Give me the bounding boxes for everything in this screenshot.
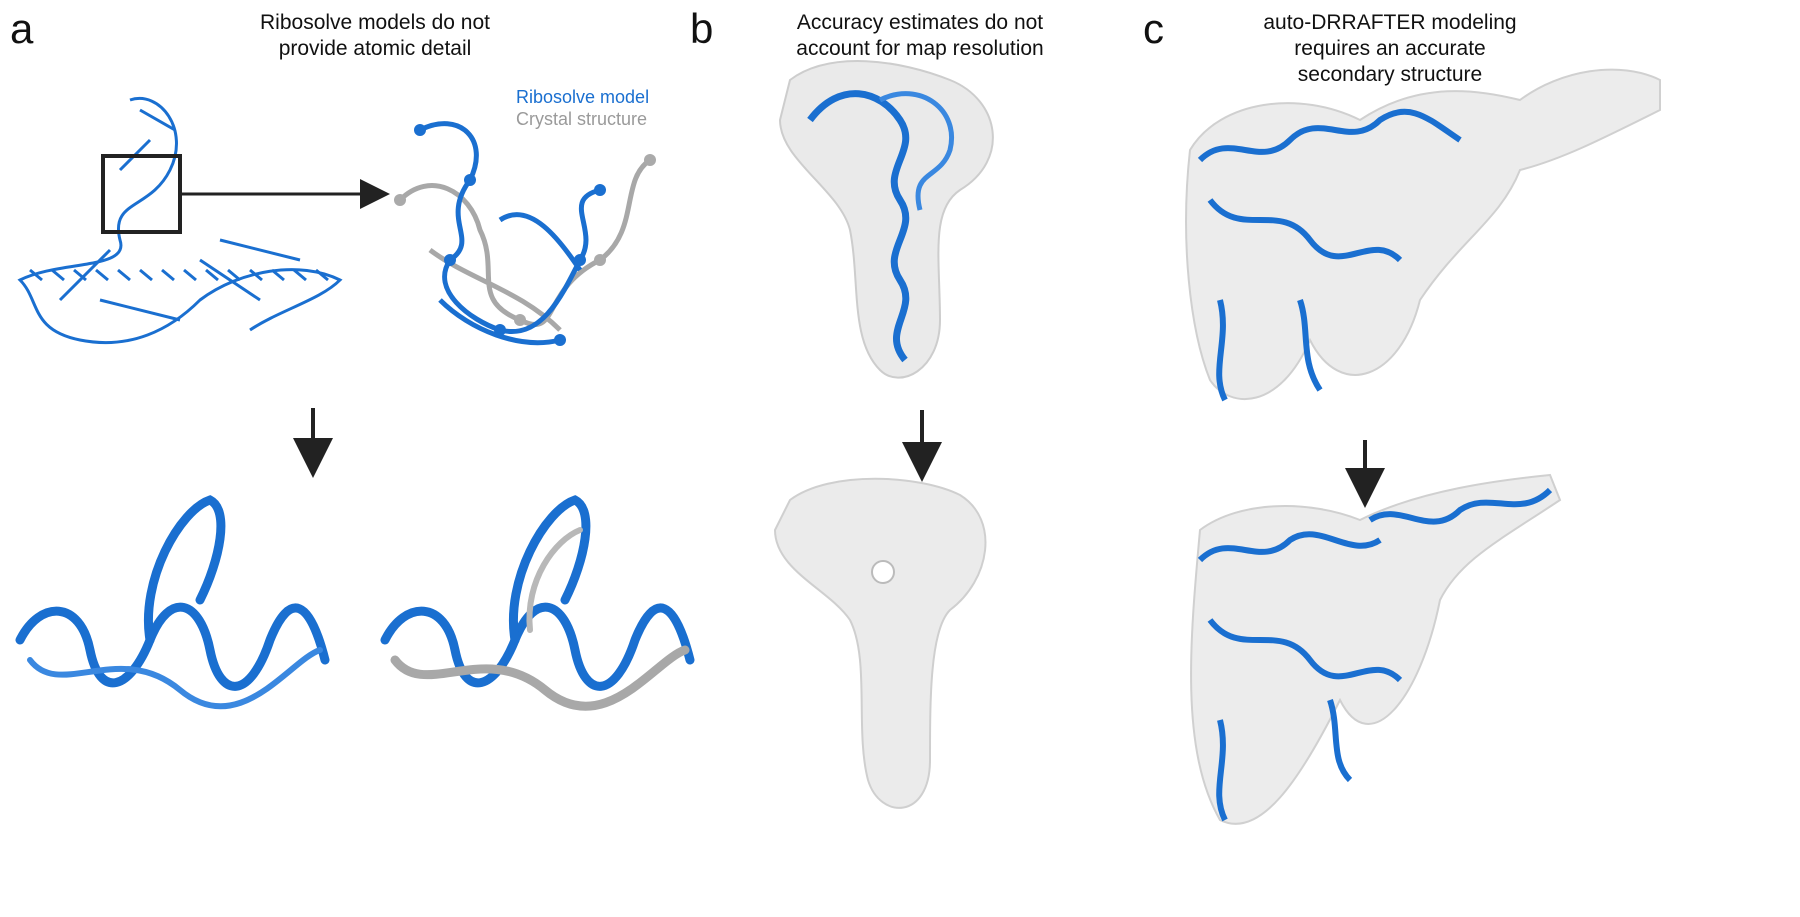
zoom-box [101,154,182,234]
density-hole [871,560,895,584]
panel-label-b: b [690,5,714,52]
legend: Ribosolve model Crystal structure [516,86,649,130]
panel-title-b: Accuracy estimates do not account for ma… [796,11,1044,60]
panel-label-c: c [1143,5,1164,52]
ribosolve-cartoon-model [15,495,330,710]
crystal-atom-spheres [394,154,656,326]
drrafter-model-top [1197,108,1462,402]
panel-title-c: auto-DRRAFTER modeling requires an accur… [1263,11,1517,86]
overlay-cartoon-model [380,495,695,711]
panel-label-a: a [10,5,34,52]
drrafter-model-bottom [1197,487,1553,822]
panel-title-a: Ribosolve models do not provide atomic d… [260,11,490,60]
ribosolve-vs-crystal-ballstick [398,121,652,346]
model-in-density-b [807,90,954,363]
low-resolution-density-map [773,477,987,809]
density-map-c-bottom [1190,473,1562,825]
density-map-with-model [778,60,994,379]
legend-crystal-structure: Crystal structure [516,109,648,129]
atom-spheres [414,124,606,346]
legend-ribosolve-model: Ribosolve model [516,87,650,107]
